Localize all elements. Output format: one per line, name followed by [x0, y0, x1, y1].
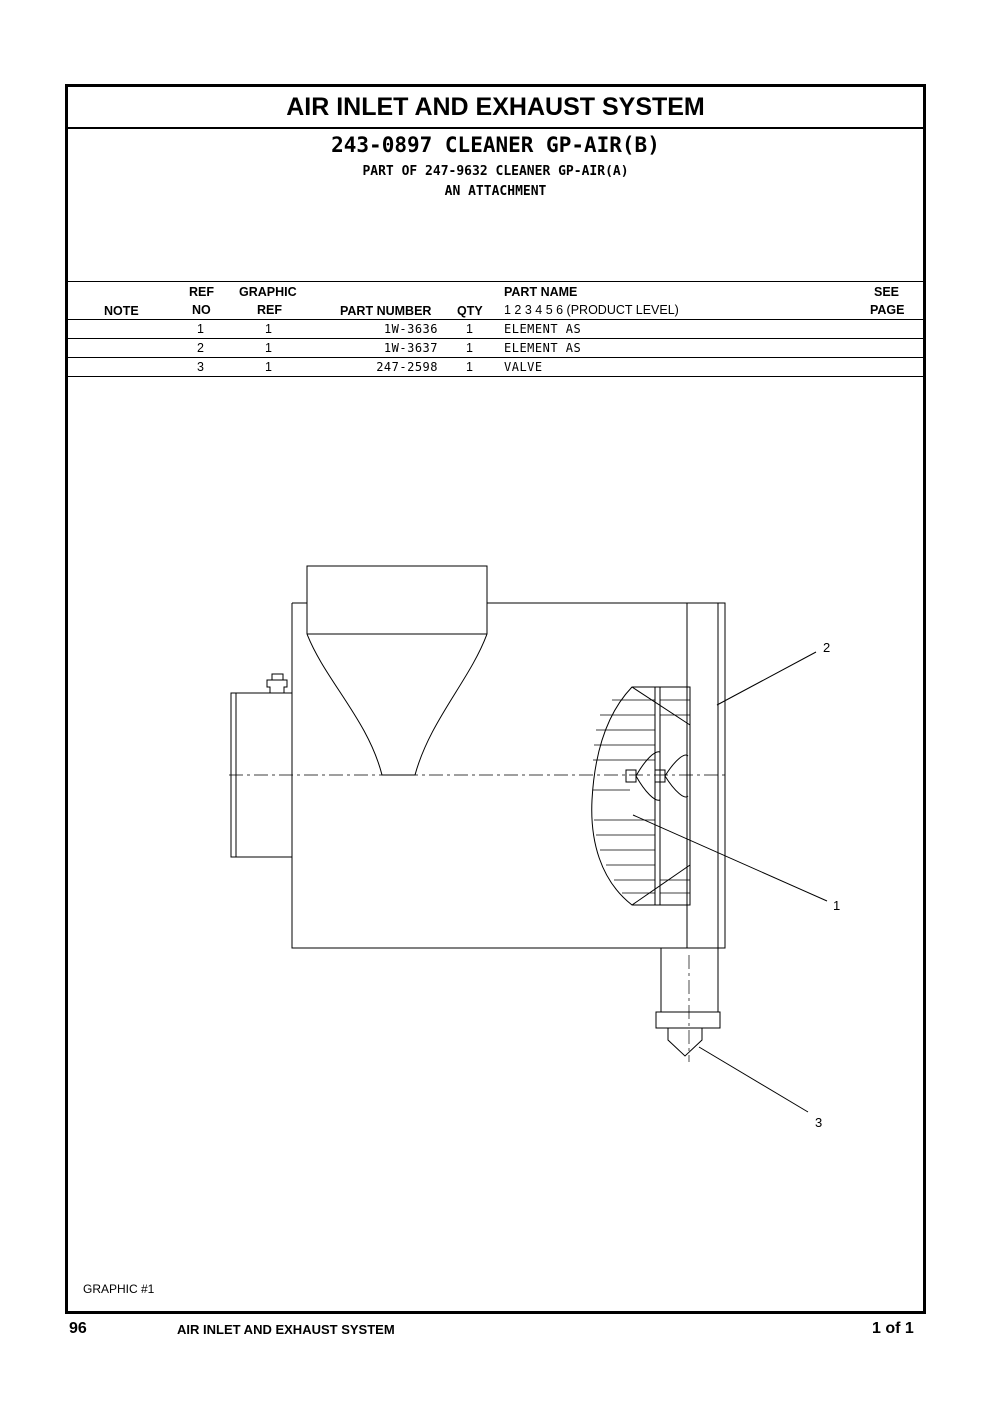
row-part-number: 1W-3636: [383, 322, 438, 336]
col-qty: QTY: [457, 304, 483, 318]
row-part-name: VALVE: [504, 360, 543, 374]
table-top-rule: [68, 281, 923, 282]
attachment-label: AN ATTACHMENT: [444, 184, 547, 199]
page-count: 1 of 1: [872, 1320, 914, 1337]
col-part-name-line2: 1 2 3 4 5 6 (PRODUCT LEVEL): [504, 303, 679, 317]
col-part-name-line1: PART NAME: [504, 285, 578, 299]
callout-3: 3: [815, 1115, 823, 1130]
parent-assembly: PART OF 247-9632 CLEANER GP-AIR(A): [362, 164, 629, 179]
row-ref-no: 3: [197, 360, 204, 374]
valve: [655, 948, 721, 1057]
col-note: NOTE: [104, 304, 139, 318]
row-part-name: ELEMENT AS: [504, 341, 582, 355]
col-ref-no-line1: REF: [189, 285, 214, 299]
row-qty: 1: [466, 322, 473, 336]
row-part-number: 1W-3637: [383, 341, 438, 355]
element-assembly: [591, 686, 691, 906]
page-frame: AIR INLET AND EXHAUST SYSTEM 243-0897 CL…: [65, 84, 926, 1314]
callout-2: 2: [823, 640, 831, 655]
col-part-number: PART NUMBER: [340, 304, 432, 318]
row-graphic-ref: 1: [265, 360, 272, 374]
page-title: AIR INLET AND EXHAUST SYSTEM: [68, 87, 923, 129]
side-outlet: [230, 673, 292, 858]
center-lines: [229, 774, 728, 1062]
leader-lines: [632, 651, 828, 1113]
table-header-rule: [68, 319, 923, 320]
col-graphic-ref-line2: REF: [257, 303, 282, 317]
row-part-number: 247-2598: [376, 360, 438, 374]
graphic-label: GRAPHIC #1: [83, 1282, 155, 1296]
element-ribs: [593, 699, 690, 894]
wing-nuts: [625, 751, 689, 801]
row-part-name: ELEMENT AS: [504, 322, 582, 336]
callout-1: 1: [833, 898, 841, 913]
col-see-page-line2: PAGE: [870, 303, 905, 317]
row-graphic-ref: 1: [265, 322, 272, 336]
col-graphic-ref-line1: GRAPHIC: [239, 285, 297, 299]
row-ref-no: 2: [197, 341, 204, 355]
row-qty: 1: [466, 341, 473, 355]
row-rule: [68, 357, 923, 358]
col-ref-no-line2: NO: [192, 303, 211, 317]
col-see-page-line1: SEE: [874, 285, 900, 299]
cleaner-housing: [291, 602, 726, 949]
row-rule: [68, 338, 923, 339]
row-graphic-ref: 1: [265, 341, 272, 355]
inlet-hopper: [306, 565, 488, 776]
row-ref-no: 1: [197, 322, 204, 336]
table-bottom-rule: [68, 376, 923, 377]
footer-section: AIR INLET AND EXHAUST SYSTEM: [177, 1322, 395, 1337]
page-number: 96: [69, 1320, 87, 1337]
group-title: 243-0897 CLEANER GP-AIR(B): [331, 133, 660, 157]
row-qty: 1: [466, 360, 473, 374]
